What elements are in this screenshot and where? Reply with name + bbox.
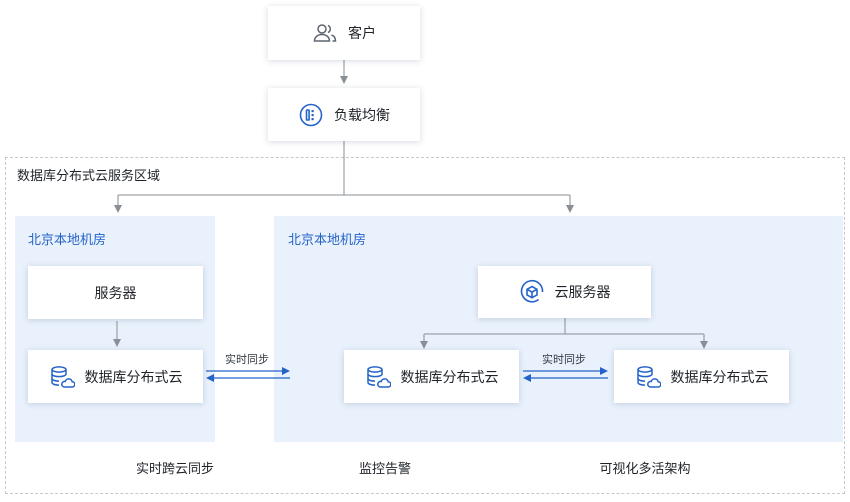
room-right — [274, 216, 843, 442]
load-balancer-label: 负载均衡 — [334, 107, 390, 124]
database-node-left[interactable]: 数据库分布式云 — [28, 350, 203, 403]
database-node-right-a[interactable]: 数据库分布式云 — [344, 350, 519, 403]
database-label-right-a: 数据库分布式云 — [400, 369, 499, 386]
database-cloud-icon — [49, 364, 75, 390]
room-left-title: 北京本地机房 — [28, 233, 107, 248]
database-node-right-b[interactable]: 数据库分布式云 — [614, 350, 789, 403]
server-node[interactable]: 服务器 — [28, 266, 203, 319]
users-icon — [312, 20, 338, 46]
room-right-title: 北京本地机房 — [288, 233, 367, 248]
caption-monitoring-alerts: 监控告警 — [358, 462, 411, 477]
caption-visual-active-active: 可视化多活架构 — [599, 462, 691, 477]
server-label: 服务器 — [94, 285, 137, 302]
region-title: 数据库分布式云服务区域 — [17, 169, 161, 184]
database-label-right-b: 数据库分布式云 — [670, 369, 769, 386]
room-left — [15, 216, 215, 442]
customer-label: 客户 — [348, 26, 376, 42]
service-region-boundary — [5, 157, 845, 494]
database-label-left: 数据库分布式云 — [84, 369, 183, 386]
cloud-server-label: 云服务器 — [554, 285, 611, 301]
cloud-server-node[interactable]: 云服务器 — [478, 266, 651, 318]
sync-label-cross-room: 实时同步 — [225, 353, 269, 366]
load-balancer-icon — [298, 102, 324, 128]
database-cloud-icon — [635, 364, 661, 390]
cloud-server-icon — [519, 279, 545, 305]
sync-label-in-room: 实时同步 — [542, 353, 586, 366]
caption-cross-cloud-sync: 实时跨云同步 — [135, 462, 214, 477]
database-cloud-icon — [365, 364, 391, 390]
load-balancer-node[interactable]: 负载均衡 — [268, 88, 420, 141]
customer-node[interactable]: 客户 — [268, 6, 420, 60]
